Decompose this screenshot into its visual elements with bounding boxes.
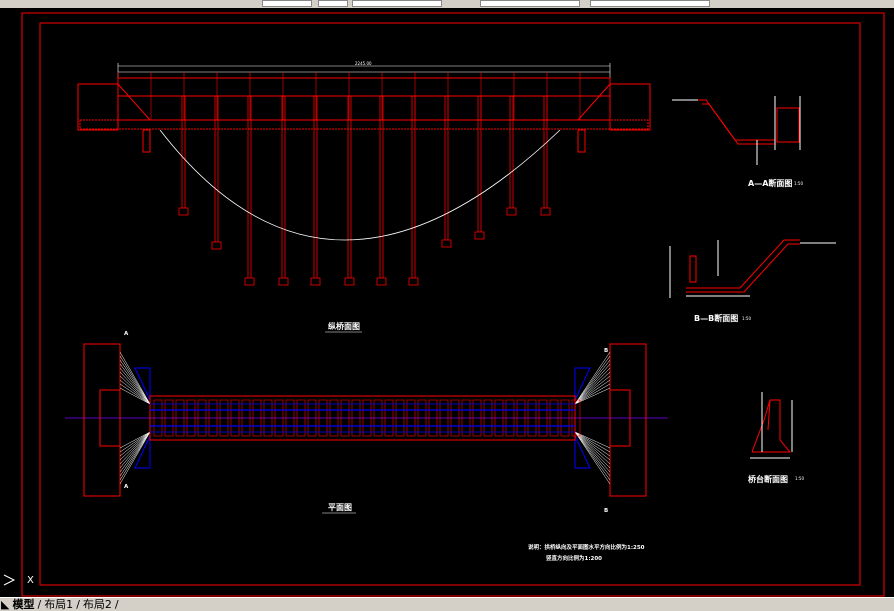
elevation-spans [117,72,581,286]
layout-tabs: ◣模型/布局1/布局2/ [0,597,894,611]
dim-total: 2245.00 [355,61,372,66]
svg-text:X: X [27,575,34,586]
drawing-canvas[interactable]: 2245.00 纵桥面图 A A B B 平面图 A—A断面图 1:50 [0,8,894,597]
elevation-view [77,63,651,153]
toolbar-field[interactable] [262,0,312,7]
plan-view [65,343,668,497]
elevation-title: 纵桥面图 [328,321,360,331]
section-abutment-title: 桥台断面图 [748,474,788,484]
tab-scroll-left-icon[interactable]: ◣ [1,598,10,611]
notes-line-2: 竖直方向比例为1:200 [546,554,602,562]
tab-layout2[interactable]: 布局2 [82,598,112,611]
tab-separator-icon: / [37,598,42,611]
section-abutment-view [750,392,793,459]
color-dropdown[interactable] [480,0,580,7]
tab-separator-icon: / [76,598,80,611]
section-a-view [672,96,801,165]
cut-a-left-bottom: A [124,484,129,490]
inner-frame [39,22,861,586]
tab-layout1[interactable]: 布局1 [44,598,74,611]
outer-frame [21,12,885,597]
cut-a-left: A [124,331,129,337]
tab-separator-icon: / [114,598,119,611]
ucs-icon: X [3,574,34,586]
linetype-dropdown[interactable] [590,0,710,7]
notes-line-1: 说明：拱桥纵向及平面图水平方向比例为1:250 [528,543,645,551]
cut-b-right: B [604,348,608,354]
cut-b-right-bottom: B [604,508,608,514]
section-b-view [669,239,836,298]
layer-dropdown[interactable] [352,0,442,7]
arch-curve [159,129,561,241]
section-a-title: A—A断面图 [748,178,792,188]
section-b-title: B—B断面图 [694,313,738,323]
section-abutment-scale: 1:50 [795,476,804,481]
tab-model[interactable]: 模型 [12,598,35,611]
toolbar-field[interactable] [318,0,348,7]
section-a-scale: 1:50 [794,181,803,186]
section-b-scale: 1:50 [742,316,751,321]
plan-title: 平面图 [328,503,352,512]
